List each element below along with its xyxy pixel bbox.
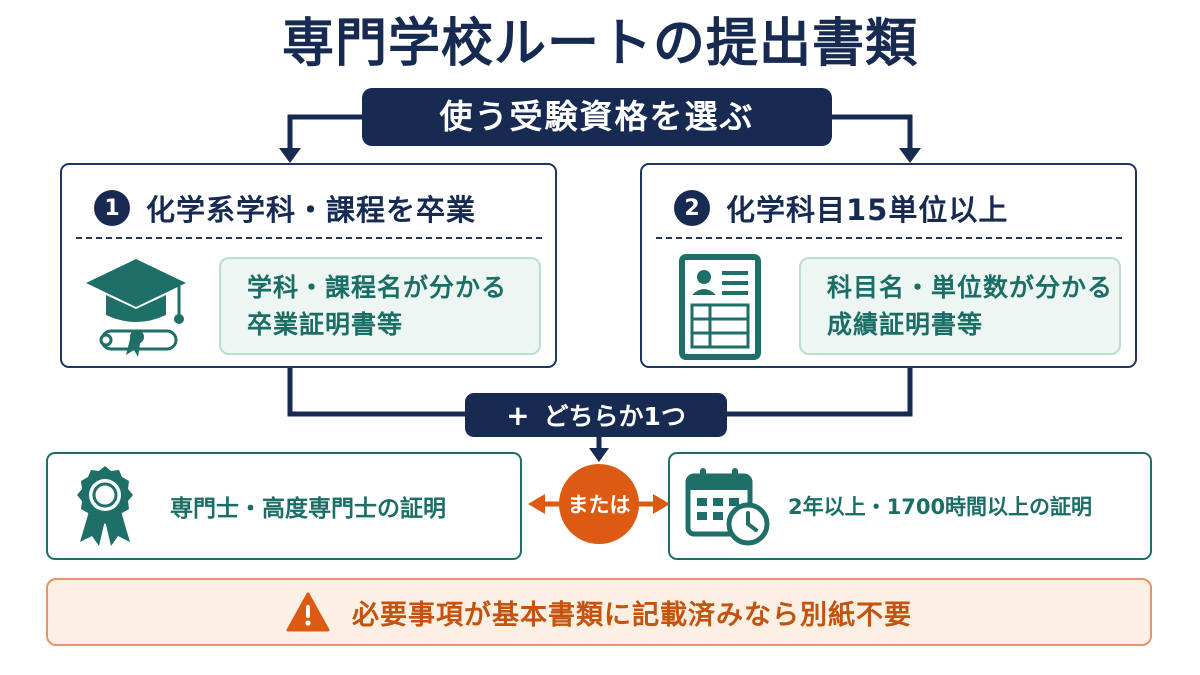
document-line: 成績証明書等	[827, 310, 984, 339]
dashed-divider	[656, 237, 1122, 239]
number-badge: 2	[674, 190, 710, 226]
either-one-text: どちらか1つ	[543, 402, 686, 431]
card-header: 2 化学科目15単位以上	[674, 187, 1008, 229]
either-one-label: + どちらか1つ	[465, 393, 727, 437]
connector-left	[287, 114, 362, 150]
connector-right	[832, 114, 913, 150]
transcript-document-icon	[679, 254, 761, 360]
dashed-divider	[76, 237, 542, 239]
required-document-box: 学科・課程名が分かる 卒業証明書等	[219, 257, 541, 355]
note-text: 必要事項が基本書類に記載済みなら別紙不要	[352, 599, 912, 631]
note-banner: 必要事項が基本書類に記載済みなら別紙不要	[46, 578, 1152, 646]
page-title: 専門学校ルートの提出書類	[281, 14, 918, 74]
select-qualification-header: 使う受験資格を選ぶ	[362, 88, 832, 146]
route-card-credits: 2 化学科目15単位以上 科目名・単位数が分かる 成績証明書等	[640, 163, 1137, 368]
certificate-text: 専門士・高度専門士の証明	[170, 496, 446, 522]
certificate-card-hours: 2年以上・1700時間以上の証明	[668, 452, 1152, 560]
plus-icon: +	[506, 398, 530, 432]
certificate-text: 2年以上・1700時間以上の証明	[788, 495, 1093, 519]
route-heading: 化学科目15単位以上	[726, 193, 1009, 227]
arrowhead-down	[589, 448, 609, 462]
calendar-clock-icon	[685, 468, 770, 546]
document-line: 卒業証明書等	[247, 310, 404, 339]
card-header: 1 化学系学科・課程を卒業	[94, 187, 476, 229]
arrowhead-right	[899, 148, 921, 163]
graduation-cap-diploma-icon	[86, 259, 186, 357]
route-card-graduation: 1 化学系学科・課程を卒業 学科・課程名が分かる 卒業証明書等	[60, 163, 557, 368]
award-ribbon-icon	[77, 466, 133, 546]
document-line: 学科・課程名が分かる	[247, 273, 508, 302]
required-document-box: 科目名・単位数が分かる 成績証明書等	[799, 257, 1121, 355]
document-line: 科目名・単位数が分かる	[827, 273, 1114, 302]
warning-icon	[286, 592, 330, 632]
or-arrowhead-left	[528, 494, 545, 514]
certificate-card-diploma: 専門士・高度専門士の証明	[46, 452, 522, 560]
route-heading: 化学系学科・課程を卒業	[146, 193, 477, 227]
or-badge: または	[559, 464, 639, 544]
arrowhead-left	[279, 148, 301, 163]
number-badge: 1	[94, 190, 130, 226]
